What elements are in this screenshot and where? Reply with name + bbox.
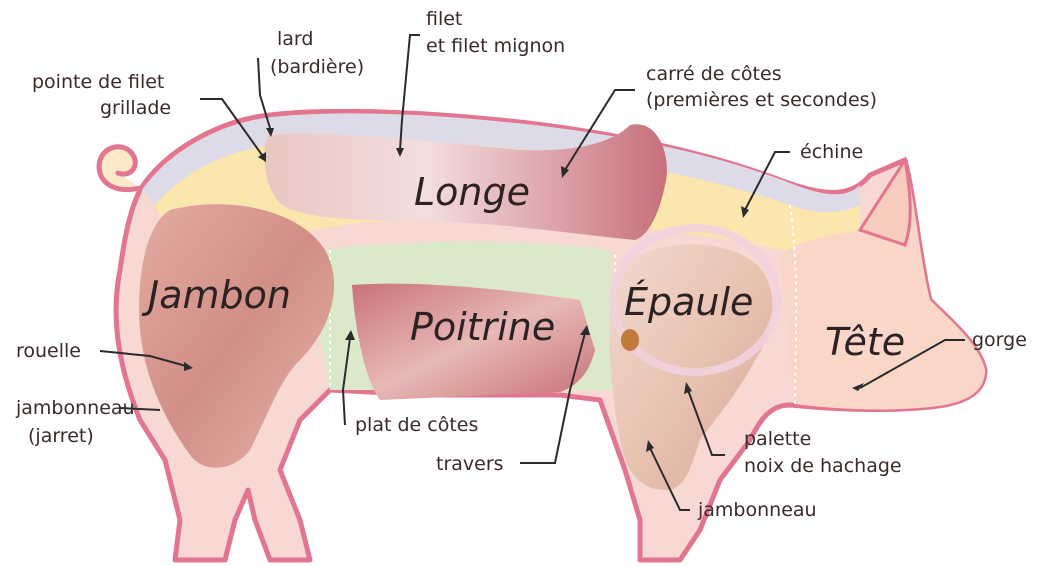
callout-palette-sub: noix de hachage: [744, 455, 902, 477]
callout-jambonneau-jarret-sub: (jarret): [28, 425, 94, 447]
zone-label-poitrine: Poitrine: [410, 305, 555, 349]
callout-plat-de-cotes: plat de côtes: [355, 414, 478, 436]
callout-lard: lard: [277, 28, 313, 50]
callout-jambonneau: jambonneau: [697, 499, 817, 521]
callout-pointe: pointe de filet: [32, 71, 164, 93]
zone-label-tete: Tête: [825, 320, 905, 364]
callout-carre-sub: (premières et secondes): [646, 89, 877, 111]
zone-label-jambon: Jambon: [141, 273, 291, 317]
tail: [99, 147, 140, 190]
callout-filet-sub: et filet mignon: [426, 35, 565, 57]
callout-filet: filet: [426, 8, 462, 30]
callout-echine: échine: [800, 141, 863, 163]
callout-carre: carré de côtes: [646, 63, 782, 85]
callout-pointe-sub: grillade: [100, 97, 171, 119]
shoulder-mark: [621, 329, 639, 351]
callout-rouelle: rouelle: [16, 340, 81, 362]
zone-label-epaule: Épaule: [624, 280, 753, 324]
callout-travers: travers: [436, 453, 504, 475]
callout-gorge: gorge: [972, 329, 1027, 351]
callout-lard-sub: (bardière): [270, 56, 364, 78]
callout-palette: palette: [744, 428, 811, 450]
callout-jambonneau-jarret: jambonneau: [15, 397, 135, 419]
zone-label-longe: Longe: [414, 170, 530, 214]
